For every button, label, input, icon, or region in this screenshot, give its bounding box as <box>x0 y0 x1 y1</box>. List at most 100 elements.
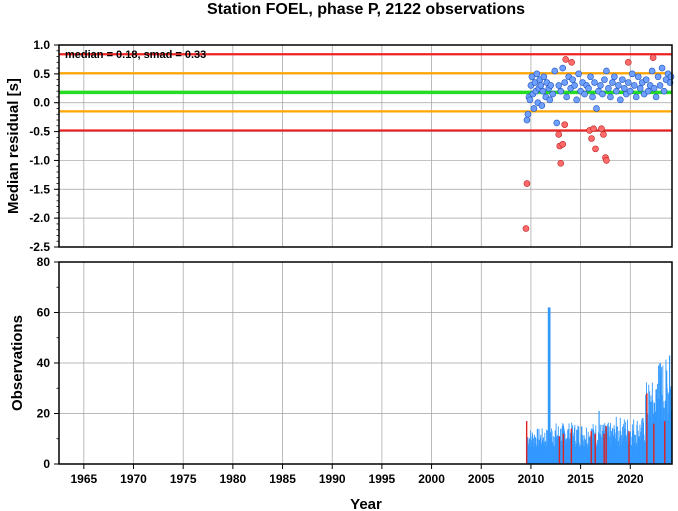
inlier-point <box>611 73 618 81</box>
outlier-point <box>522 225 530 232</box>
residual-frame <box>58 44 673 248</box>
outlier-point <box>561 121 569 128</box>
inlier-bar <box>669 355 671 464</box>
x-tick-label: 1980 <box>220 472 247 486</box>
x-tick-label: 2020 <box>617 472 644 486</box>
year-x-label: Year <box>350 496 382 511</box>
outlier-bar <box>628 431 630 464</box>
residual-y-tick-label: -0.5 <box>29 125 50 139</box>
inlier-bar <box>666 370 668 464</box>
inlier-point <box>523 116 531 124</box>
inlier-point <box>654 73 662 81</box>
observations-y-tick-label: 80 <box>37 255 51 269</box>
inlier-point <box>547 82 555 89</box>
inlier-point <box>628 70 636 78</box>
outlier-point <box>557 160 565 167</box>
residual-y-label: Median residual [s] <box>5 78 22 214</box>
inlier-point <box>569 76 576 83</box>
x-tick-label: 1970 <box>120 472 147 486</box>
inlier-point <box>636 84 644 92</box>
outlier-bar <box>590 431 592 464</box>
inlier-point <box>585 84 592 92</box>
inlier-point <box>581 90 588 98</box>
inlier-point <box>642 76 650 83</box>
inlier-point <box>533 70 541 78</box>
x-tick-label: 1990 <box>319 472 346 486</box>
inlier-point <box>531 79 539 86</box>
inlier-point <box>648 67 656 75</box>
outlier-bar <box>664 421 666 464</box>
inlier-point <box>660 87 668 95</box>
inlier-point <box>553 119 561 127</box>
outlier-point <box>523 180 531 187</box>
x-tick-label: 2010 <box>518 472 545 486</box>
inlier-point <box>526 96 534 104</box>
outlier-point <box>555 131 563 138</box>
reference-lines <box>59 53 672 132</box>
inlier-point <box>650 84 658 92</box>
inlier-point <box>607 93 614 101</box>
inlier-point <box>589 93 596 101</box>
inlier-point <box>549 90 557 98</box>
outlier-bar <box>605 426 607 464</box>
x-tick-label: 2005 <box>468 472 495 486</box>
inlier-point <box>537 82 545 89</box>
outlier-point <box>590 125 597 132</box>
outlier-bar <box>646 393 648 464</box>
outlier-bar <box>525 421 528 464</box>
x-tick-label: 2015 <box>567 472 594 486</box>
inlier-point <box>605 84 612 92</box>
inlier-point <box>624 79 632 86</box>
outlier-bar <box>558 436 561 464</box>
inlier-point <box>597 82 604 89</box>
inlier-point <box>621 84 628 92</box>
inlier-bar <box>549 307 551 464</box>
inlier-point <box>528 73 536 81</box>
inlier-point <box>630 82 638 89</box>
residual-points <box>522 54 675 232</box>
outlier-bar <box>570 428 573 464</box>
inlier-bar <box>636 421 638 464</box>
residual-y-ticks: 1.00.50.0-0.5-1.0-1.5-2.0-2.5 <box>29 38 59 254</box>
inlier-point <box>632 93 640 101</box>
inlier-bar <box>568 423 570 464</box>
inlier-point <box>571 82 578 89</box>
inlier-point <box>559 64 567 72</box>
inlier-point <box>626 87 634 95</box>
outlier-point <box>603 157 610 164</box>
residual-panel: 1.00.50.0-0.5-1.0-1.5-2.0-2.5 median = 0… <box>5 38 675 254</box>
residual-y-tick-label: -1.0 <box>29 153 50 167</box>
outlier-bar <box>653 423 655 464</box>
observations-y-tick-label: 60 <box>37 306 51 320</box>
inlier-point <box>599 90 606 98</box>
inlier-point <box>587 73 594 81</box>
outlier-bar <box>562 433 565 464</box>
observations-frame <box>58 261 673 465</box>
inlier-point <box>575 70 582 78</box>
inlier-point <box>557 87 565 95</box>
x-tick-label: 1985 <box>269 472 296 486</box>
residual-y-tick-label: 0.0 <box>33 96 50 110</box>
inlier-point <box>658 64 666 72</box>
inlier-point <box>644 87 652 95</box>
outlier-point <box>559 140 567 148</box>
outlier-point <box>592 145 599 153</box>
inlier-point <box>667 73 675 81</box>
outlier-point <box>562 56 569 63</box>
inlier-point <box>555 82 563 89</box>
inlier-point <box>538 102 546 109</box>
median-smad-annotation: median = 0.18, smad = 0.33 <box>65 49 206 61</box>
x-tick-label: 1995 <box>369 472 396 486</box>
outlier-point <box>649 54 657 61</box>
observations-y-tick-label: 40 <box>37 356 51 370</box>
inlier-point <box>591 79 598 86</box>
outlier-point <box>598 125 605 132</box>
chart-title: Station FOEL, phase P, 2122 observations <box>207 1 525 18</box>
inlier-point <box>603 67 610 75</box>
x-tick-label: 1975 <box>170 472 197 486</box>
inlier-point <box>634 73 642 81</box>
outlier-point <box>588 135 595 142</box>
